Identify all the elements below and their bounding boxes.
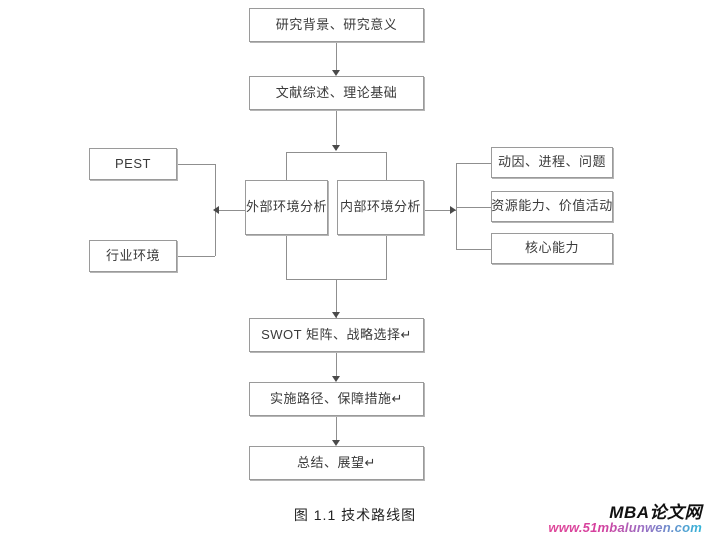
merge-branch-internal-bottom: [386, 235, 387, 279]
right-split-bar: [456, 163, 457, 249]
connector-external-to-left-merge: [215, 210, 245, 211]
node-label: 外部环境分析: [246, 199, 328, 215]
node-label: 研究背景、研究意义: [275, 16, 398, 32]
arrowhead-down-path-to-summary: [332, 440, 340, 446]
node-label: PEST: [115, 155, 151, 171]
connector-internal-to-right-split: [424, 210, 456, 211]
connector-swot-to-path: [336, 352, 337, 380]
connector-merge-to-swot: [336, 279, 337, 318]
node-label: 文献综述、理论基础: [275, 84, 398, 100]
connector-bg-to-lit: [336, 42, 337, 73]
arrowhead-left-to-merge-bar: [213, 206, 219, 214]
node-background-significance: 研究背景、研究意义: [249, 8, 424, 42]
split-branch-internal-top: [386, 152, 387, 180]
node-label: 资源能力、价值活动: [491, 198, 613, 214]
split-bar-to-env-boxes: [286, 152, 387, 153]
connector-path-to-summary: [336, 416, 337, 444]
split-branch-external-top: [286, 152, 287, 180]
node-external-environment-analysis: 外部环境分析: [245, 180, 328, 235]
node-label: 行业环境: [105, 247, 160, 263]
arrowhead-down-bg-to-lit: [332, 70, 340, 76]
connector-industry-to-merge: [177, 256, 215, 257]
node-label: 动因、进程、问题: [497, 154, 606, 170]
connector-lit-to-split: [336, 110, 337, 150]
connector-split-to-resource: [456, 207, 491, 208]
node-pest: PEST: [89, 148, 177, 180]
connector-pest-to-merge: [177, 164, 215, 165]
node-label: 总结、展望↵: [297, 454, 376, 470]
node-label: 核心能力: [524, 240, 579, 256]
node-label: 内部环境分析: [339, 199, 421, 215]
node-swot-strategy: SWOT 矩阵、战略选择↵: [249, 318, 424, 352]
connector-split-to-core: [456, 249, 491, 250]
node-core-capability: 核心能力: [491, 233, 613, 264]
merge-branch-external-bottom: [286, 235, 287, 279]
node-literature-theory: 文献综述、理论基础: [249, 76, 424, 110]
node-path-measures: 实施路径、保障措施↵: [249, 382, 424, 416]
node-internal-environment-analysis: 内部环境分析: [337, 180, 424, 235]
connector-split-to-motive: [456, 163, 491, 164]
arrowhead-down-lit-to-split: [332, 145, 340, 151]
node-summary-outlook: 总结、展望↵: [249, 446, 424, 480]
node-motive-process-problem: 动因、进程、问题: [491, 147, 613, 178]
node-resource-value-activity: 资源能力、价值活动: [491, 191, 613, 222]
node-label: 实施路径、保障措施↵: [270, 390, 403, 406]
watermark-url: www.51mbalunwen.com: [548, 520, 702, 535]
node-industry-environment: 行业环境: [89, 240, 177, 272]
arrowhead-down-swot-to-path: [332, 376, 340, 382]
arrowhead-right-to-split-bar: [450, 206, 456, 214]
node-label: SWOT 矩阵、战略选择↵: [261, 326, 412, 342]
arrowhead-down-to-swot: [332, 312, 340, 318]
figure-caption: 图 1.1 技术路线图: [293, 507, 417, 523]
watermark-brand: MBA论文网: [609, 503, 702, 522]
